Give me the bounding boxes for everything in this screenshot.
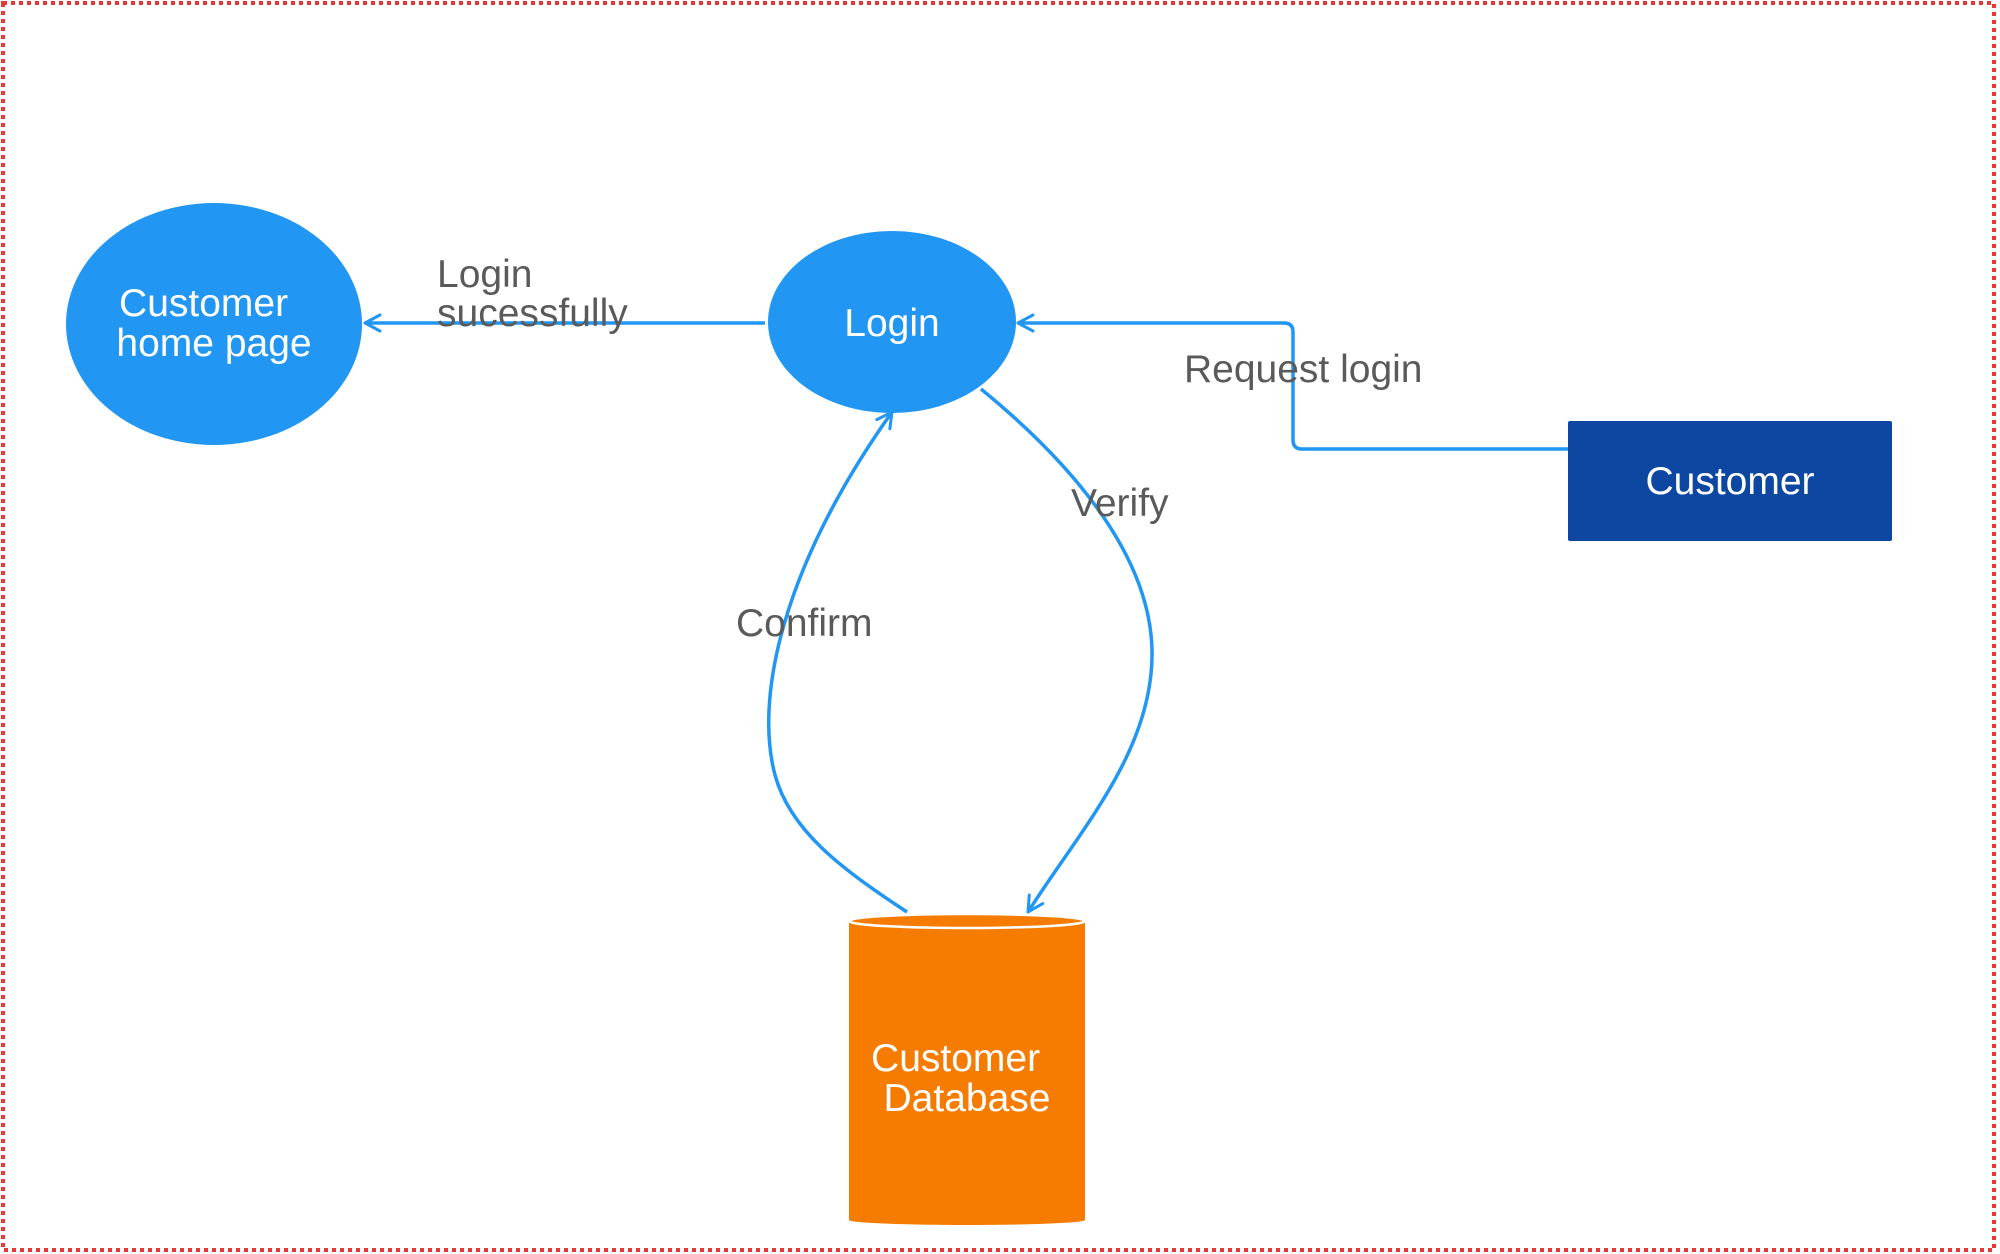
datastore-top (847, 912, 1087, 930)
entity-label: Customer (1645, 460, 1814, 503)
edge-customer-to-login[interactable] (1016, 313, 1568, 451)
datastore-label: Customer Database (871, 1037, 1051, 1120)
datastore-cylinder (849, 921, 1085, 1225)
datastore-customer-database[interactable]: Customer Database (847, 912, 1087, 1225)
edges (363, 313, 1568, 914)
edge-labels: Login sucessfully Request login Verify C… (437, 253, 1423, 645)
process-label: Login (844, 302, 939, 345)
edge-label-line-2: sucessfully (437, 292, 628, 335)
datastore-label-line-1: Customer (871, 1037, 1040, 1080)
edge-label-confirm: Confirm (736, 602, 873, 645)
process-label-line-2: home page (116, 322, 311, 365)
edge-label-verify: Verify (1071, 482, 1169, 525)
edge-label-login-successfully: Login sucessfully (437, 253, 628, 335)
process-customer-home-page[interactable]: Customer home page (66, 203, 362, 445)
edge-label-line-1: Login (437, 253, 532, 296)
edge-database-to-login-confirm[interactable] (767, 410, 908, 914)
datastore-label-line-2: Database (884, 1077, 1051, 1120)
process-shape (66, 203, 362, 445)
edge-label-request-login: Request login (1184, 348, 1423, 391)
entity-customer[interactable]: Customer (1568, 421, 1892, 541)
process-label: Customer home page (116, 282, 311, 365)
process-login[interactable]: Login (768, 231, 1016, 413)
process-label-line-1: Customer (119, 282, 288, 325)
entity-shape (1568, 421, 1892, 541)
process-shape (768, 231, 1016, 413)
edge-login-to-database-verify[interactable] (979, 387, 1154, 914)
